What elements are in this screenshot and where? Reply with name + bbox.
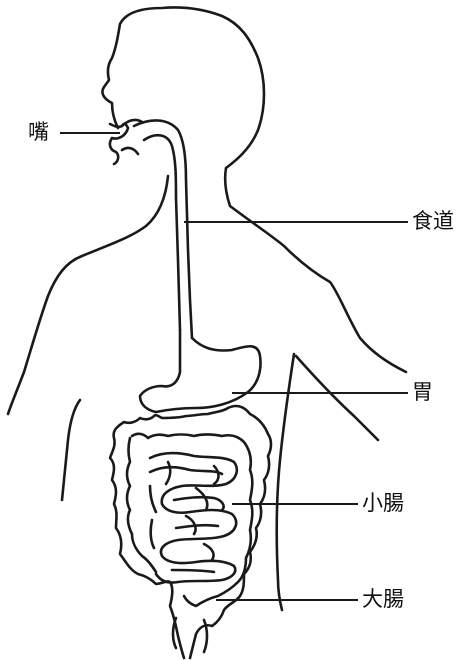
shoulder-outline: [8, 176, 168, 414]
stomach-shape: [140, 330, 261, 412]
large-intestine-label: 大腸: [362, 589, 404, 610]
torso-left-outline: [62, 400, 80, 500]
mouth-label: 嘴: [28, 122, 49, 143]
esophagus-label: 食道: [412, 211, 454, 232]
small-intestine-label: 小腸: [362, 493, 404, 514]
large-intestine-shape: [110, 406, 271, 658]
mouth-lips: [110, 124, 128, 164]
esophagus-tube-inner: [144, 135, 180, 330]
stomach-label: 胃: [412, 382, 433, 403]
head-outline: [102, 7, 406, 372]
torso-right-outline: [296, 356, 378, 440]
small-intestine-shape: [150, 453, 237, 582]
